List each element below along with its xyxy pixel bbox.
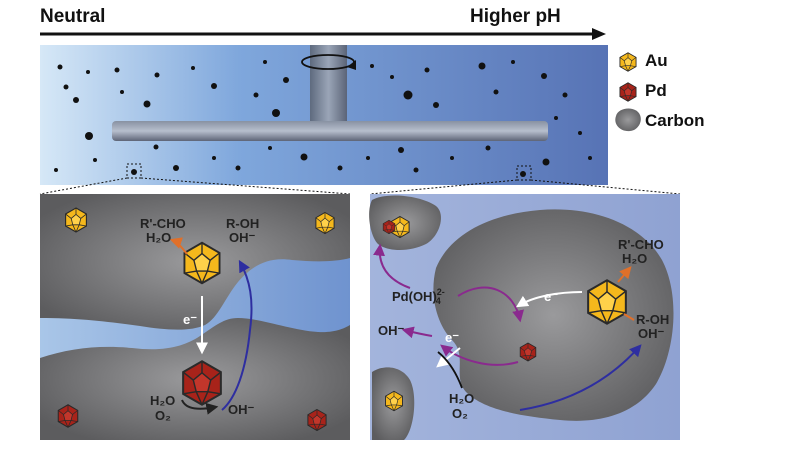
legend-pd-label: Pd [645,81,667,100]
carbon-icon [615,108,641,132]
au-particle-active [183,241,221,285]
pd-complex-label: Pd(OH)2-4 [392,287,445,306]
hydroxide-arrow [519,344,642,411]
pd-particle [519,342,537,362]
au-particle [385,390,403,412]
pd-dissolution-arrow [440,344,519,366]
product-arrow [617,266,632,283]
right-product-1: R'-CHO [618,237,664,252]
legend-carbon-label: Carbon [645,111,705,130]
left-hydroxide-label: OH⁻ [228,402,255,417]
catalyst-particles [54,60,592,177]
left-product-1: R'-CHO [140,216,186,231]
reactant-arrow [623,313,635,321]
neutral-label: Neutral [40,6,106,27]
legend-au-label: Au [645,51,668,70]
left-oxygen-label: O₂ [155,408,171,423]
left-reactant-2: OH⁻ [229,230,256,245]
au-particle-active [587,279,627,325]
pd-crystal-icon [619,82,637,102]
pd-redeposition-arrow [457,286,524,323]
pd-particle [57,404,79,428]
electron-transfer-arrow [515,291,583,308]
electron-transfer-arrow-2 [436,347,461,368]
hydroxide-release-arrow [401,326,433,339]
reactor-view [40,45,608,185]
pd-particle [382,219,396,235]
zoom-box-right [516,165,532,181]
zoom-lines [39,177,681,195]
au-crystal-icon [619,52,637,72]
hydroxide-arrow [221,259,253,411]
left-panel [40,194,350,440]
right-electron-label-1: e⁻ [544,289,559,304]
left-product-2: H₂O [146,230,172,245]
left-reactant-1: R-OH [226,216,260,231]
right-reactant-1: R-OH [636,312,670,327]
carbon-support-large [433,209,674,421]
zoom-box-left [126,163,142,179]
oxygen-reduction-arrow [181,399,219,415]
right-electron-label-2: e⁻ [445,330,460,345]
right-reactant-2: OH⁻ [638,326,665,341]
au-particle [65,207,87,233]
ph-arrow [40,28,606,40]
oxygen-arrow [437,351,463,389]
right-oxygen-label: O₂ [452,406,468,421]
right-water-label: H₂O [449,391,475,406]
pd-leaching-arrow [373,243,411,289]
higher-ph-label: Higher pH [470,6,561,27]
right-product-2: H₂O [622,251,648,266]
legend [615,52,641,132]
stirrer-shaft [310,45,347,125]
right-hydroxide-label: OH⁻ [378,323,405,338]
au-particle [315,212,335,234]
product-arrow [169,237,188,255]
pd-particle [307,409,327,431]
left-electron-label: e⁻ [183,312,198,327]
left-water-label: H₂O [150,393,176,408]
stirrer-blade [112,121,548,141]
right-panel [369,194,680,440]
